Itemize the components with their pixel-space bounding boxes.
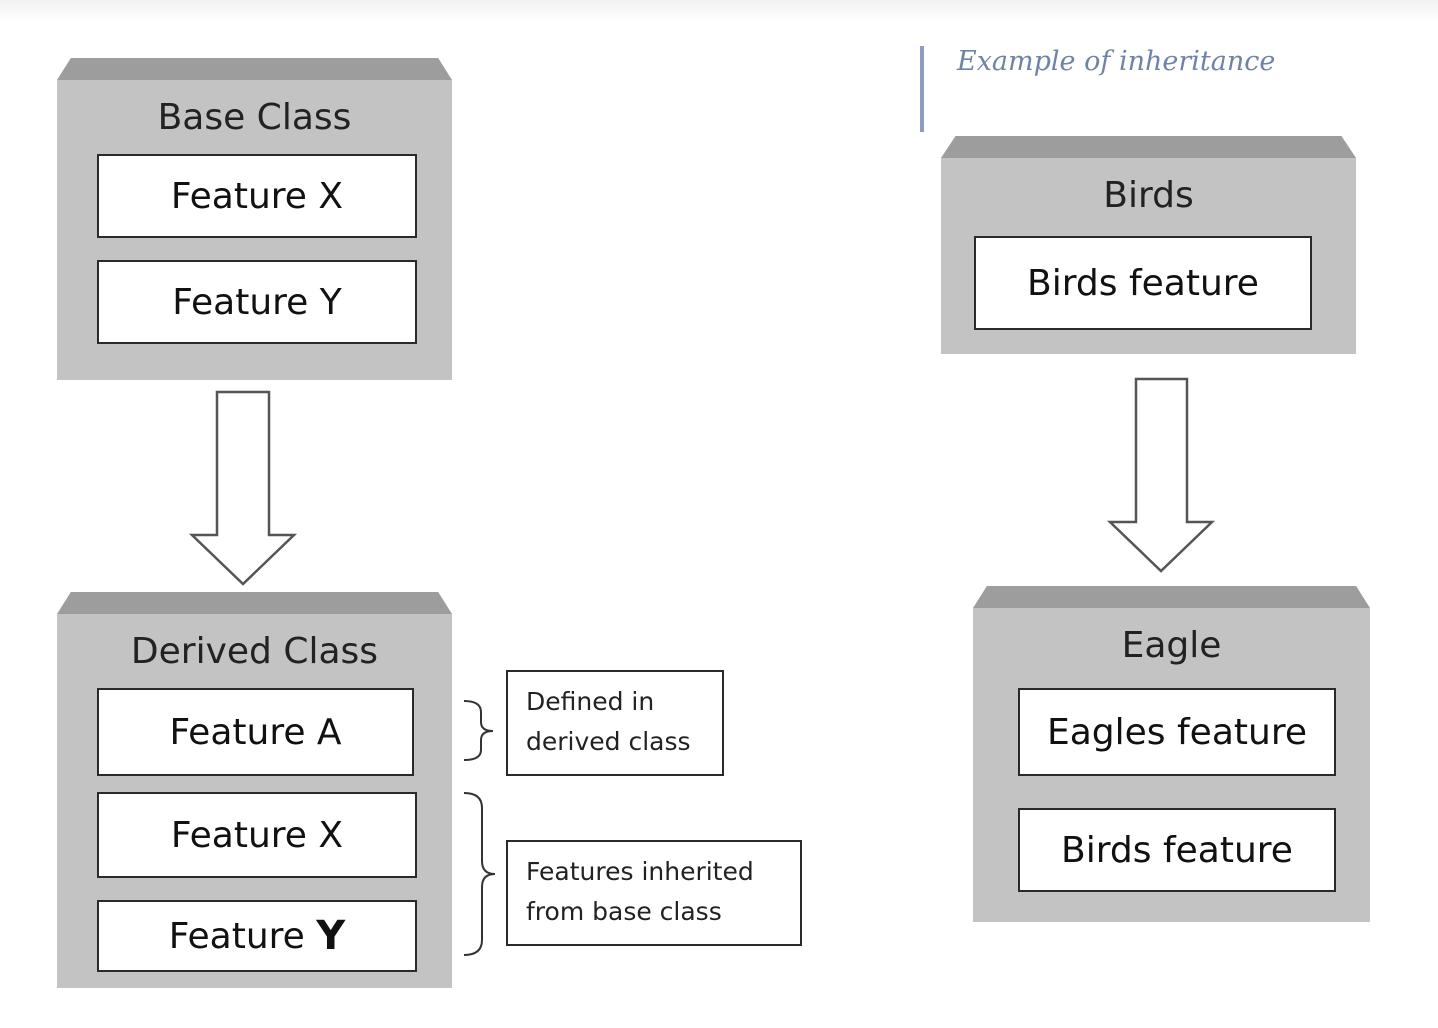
birds-block: Birds Birds feature [941,136,1356,354]
block-cap [57,592,452,614]
top-shadow [0,0,1438,22]
caption-bar [920,46,924,132]
birds-feature: Birds feature [974,236,1312,330]
derived-class-title: Derived Class [130,631,379,672]
eagle-block: Eagle Eagles feature Birds feature [973,586,1370,922]
defined-brace [463,700,494,761]
note-line: derived class [526,727,691,756]
note-line: Features inherited [526,857,754,886]
note-line: Defined in [526,687,655,716]
derived-feature-a: Feature A [97,688,414,776]
base-class-block: Base Class Feature X Feature Y [57,58,452,380]
eagle-inherited-birds-feature: Birds feature [1018,808,1336,892]
block-cap [57,58,452,80]
eagle-title: Eagle [1121,625,1222,666]
base-class-title: Base Class [157,97,352,138]
block-cap [941,136,1356,158]
eagle-feature: Eagles feature [1018,688,1336,776]
base-feature-x: Feature X [97,154,417,238]
inherited-features-note: Features inherited from base class [506,840,802,946]
feature-emphasis-letter: Y [316,913,346,959]
right-inheritance-arrow [1106,377,1216,573]
diagram-caption: Example of inheritance [957,46,1276,77]
left-inheritance-arrow [188,390,298,586]
derived-feature-y: Feature Y [97,900,417,972]
derived-feature-x: Feature X [97,792,417,878]
inherited-brace [463,792,496,956]
birds-title: Birds [1103,175,1194,216]
defined-in-derived-note: Defined in derived class [506,670,724,776]
block-cap [973,586,1370,608]
note-line: from base class [526,897,722,926]
feature-label: Feature [168,915,317,957]
base-feature-y: Feature Y [97,260,417,344]
derived-class-block: Derived Class Feature A Feature X Featur… [57,592,452,988]
